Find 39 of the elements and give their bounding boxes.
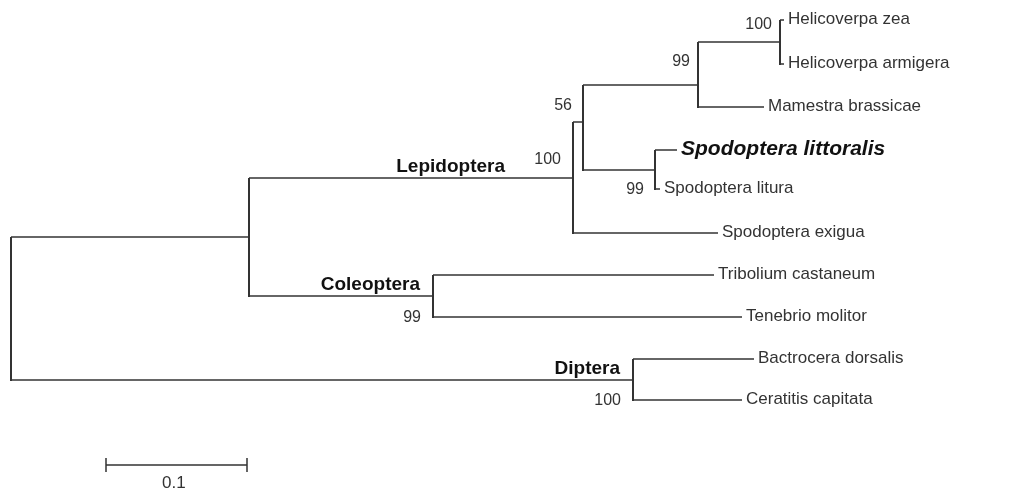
- tree-branch: [632, 358, 755, 360]
- tree-branch: [432, 316, 743, 318]
- bootstrap-value: 100: [745, 15, 772, 33]
- bootstrap-value: 100: [534, 150, 561, 168]
- bootstrap-value: 99: [403, 308, 421, 326]
- clade-label: Lepidoptera: [396, 155, 505, 177]
- bootstrap-value: 56: [554, 96, 572, 114]
- tree-branch: [632, 399, 743, 401]
- taxon-label: Tribolium castaneum: [718, 264, 876, 284]
- tree-branch: [697, 41, 780, 43]
- taxon-label: Helicoverpa armigera: [788, 53, 950, 73]
- tree-branch: [779, 19, 785, 21]
- tree-branch: [582, 169, 655, 171]
- taxon-label: Spodoptera littoralis: [681, 138, 886, 158]
- tree-branch: [248, 295, 433, 297]
- tree-branch: [654, 188, 661, 190]
- tree-branch: [432, 274, 715, 276]
- tree-branch: [10, 236, 249, 238]
- taxon-label: Bactrocera dorsalis: [758, 348, 904, 368]
- taxon-label: Tenebrio molitor: [746, 306, 867, 326]
- tree-branch: [779, 63, 785, 65]
- tree-branch: [582, 84, 698, 86]
- tree-branch: [248, 177, 573, 179]
- clade-label: Diptera: [554, 357, 620, 379]
- bootstrap-value: 100: [594, 391, 621, 409]
- bootstrap-value: 99: [672, 52, 690, 70]
- tree-branch: [654, 149, 678, 151]
- taxon-label: Helicoverpa zea: [788, 9, 910, 29]
- tree-branch: [572, 232, 719, 234]
- taxon-label: Mamestra brassicae: [768, 96, 922, 116]
- clade-label: Coleoptera: [320, 273, 420, 295]
- taxon-label: Spodoptera litura: [664, 178, 794, 198]
- tree-branch: [10, 379, 633, 381]
- taxon-label: Ceratitis capitata: [746, 389, 873, 409]
- scale-label: 0.1: [162, 474, 186, 491]
- taxon-label: Spodoptera exigua: [722, 222, 865, 242]
- tree-branch: [697, 106, 765, 108]
- tree-branch: [572, 121, 583, 123]
- bootstrap-value: 99: [626, 180, 644, 198]
